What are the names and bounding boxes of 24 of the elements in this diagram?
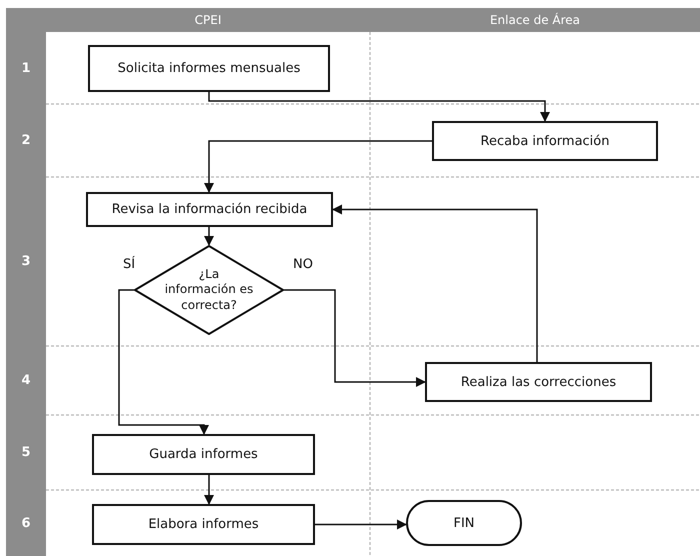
arrow [204,227,214,246]
row-number: 3 [21,254,31,269]
lane-header: CPEI [46,8,370,32]
arrow [315,520,407,530]
process-box: Realiza las correcciones [425,362,652,402]
arrow [204,475,214,505]
arrow [204,140,432,193]
process-box: Revisa la información recibida [86,192,333,227]
arrow [284,289,426,387]
decision-diamond: ¿La información es correcta? [134,245,284,335]
process-box: Guarda informes [92,434,315,475]
terminator: FIN [406,500,522,546]
arrow [332,204,538,362]
row-number: 2 [21,133,31,148]
process-box: Solicita informes mensuales [88,45,330,92]
row-number: 6 [21,516,31,530]
arrow [118,289,209,435]
process-box: Recaba información [432,121,658,161]
lane-header: Enlace de Área [370,8,700,32]
arrow [208,92,550,122]
row-number: 5 [21,445,31,460]
process-box: Elabora informes [92,504,315,545]
row-number: 4 [21,373,31,388]
row-number: 1 [21,60,31,76]
